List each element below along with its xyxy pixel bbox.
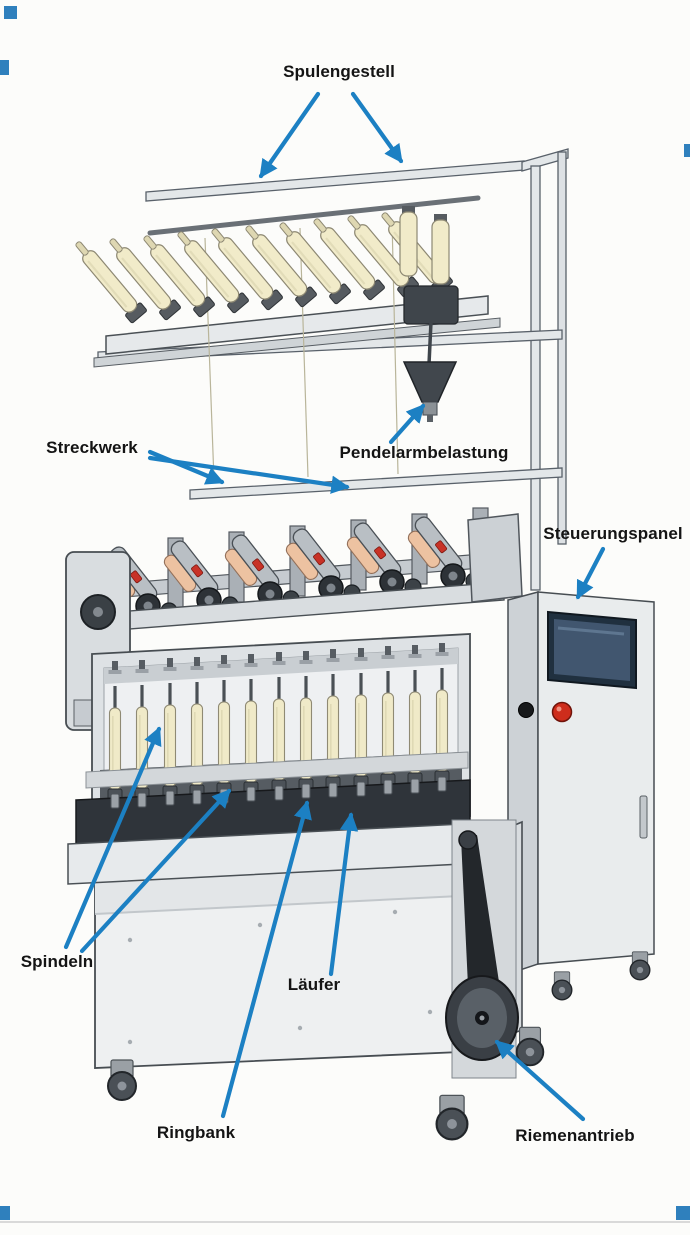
label-spindeln: Spindeln <box>20 952 94 971</box>
ring-rail <box>67 776 471 885</box>
label-spulengestell: Spulengestell <box>283 62 395 81</box>
callout-arrows <box>63 91 606 1122</box>
arrow-spulengestell-right <box>350 91 404 164</box>
label-steuerungspanel: Steuerungspanel <box>543 524 683 543</box>
panel-handle <box>639 795 648 839</box>
machine-frame <box>97 148 569 591</box>
panel-button-red <box>551 701 573 723</box>
corner-marker <box>676 1206 690 1220</box>
bottom-edge-line <box>0 1221 690 1223</box>
arrow-pendelarmbelastung <box>388 403 426 445</box>
label-streckwerk: Streckwerk <box>46 438 138 457</box>
arrow-spulengestell-left <box>258 91 321 179</box>
label-pendelarmbelastung: Pendelarmbelastung <box>339 443 509 462</box>
label-riemenantrieb: Riemenantrieb <box>515 1126 635 1145</box>
arrow-spindeln-1 <box>63 726 162 950</box>
corner-marker <box>0 60 9 75</box>
panel-screen <box>547 610 637 690</box>
pendulum-arm-weight <box>402 361 458 422</box>
creel <box>68 206 501 481</box>
label-ringbank: Ringbank <box>156 1123 236 1142</box>
corner-marker <box>684 144 690 157</box>
arrow-steuerungspanel <box>575 546 606 600</box>
corner-marker <box>4 6 17 19</box>
arrow-riemenantrieb <box>494 1039 586 1122</box>
arrow-streckwerk-1 <box>147 449 225 485</box>
corner-marker <box>0 1206 10 1220</box>
base-screws <box>127 909 433 1045</box>
arrow-ringbank <box>220 800 312 1119</box>
belt-drive <box>445 819 519 1079</box>
panel-button-black <box>518 702 534 718</box>
control-panel <box>507 591 655 1001</box>
arrow-laeufer <box>328 812 359 977</box>
arrow-spindeln-2 <box>79 788 232 954</box>
drafting-system <box>65 507 523 731</box>
hanging-bobbins <box>399 206 450 285</box>
arrow-streckwerk-2 <box>147 455 350 494</box>
label-laeufer: Läufer <box>287 975 341 994</box>
